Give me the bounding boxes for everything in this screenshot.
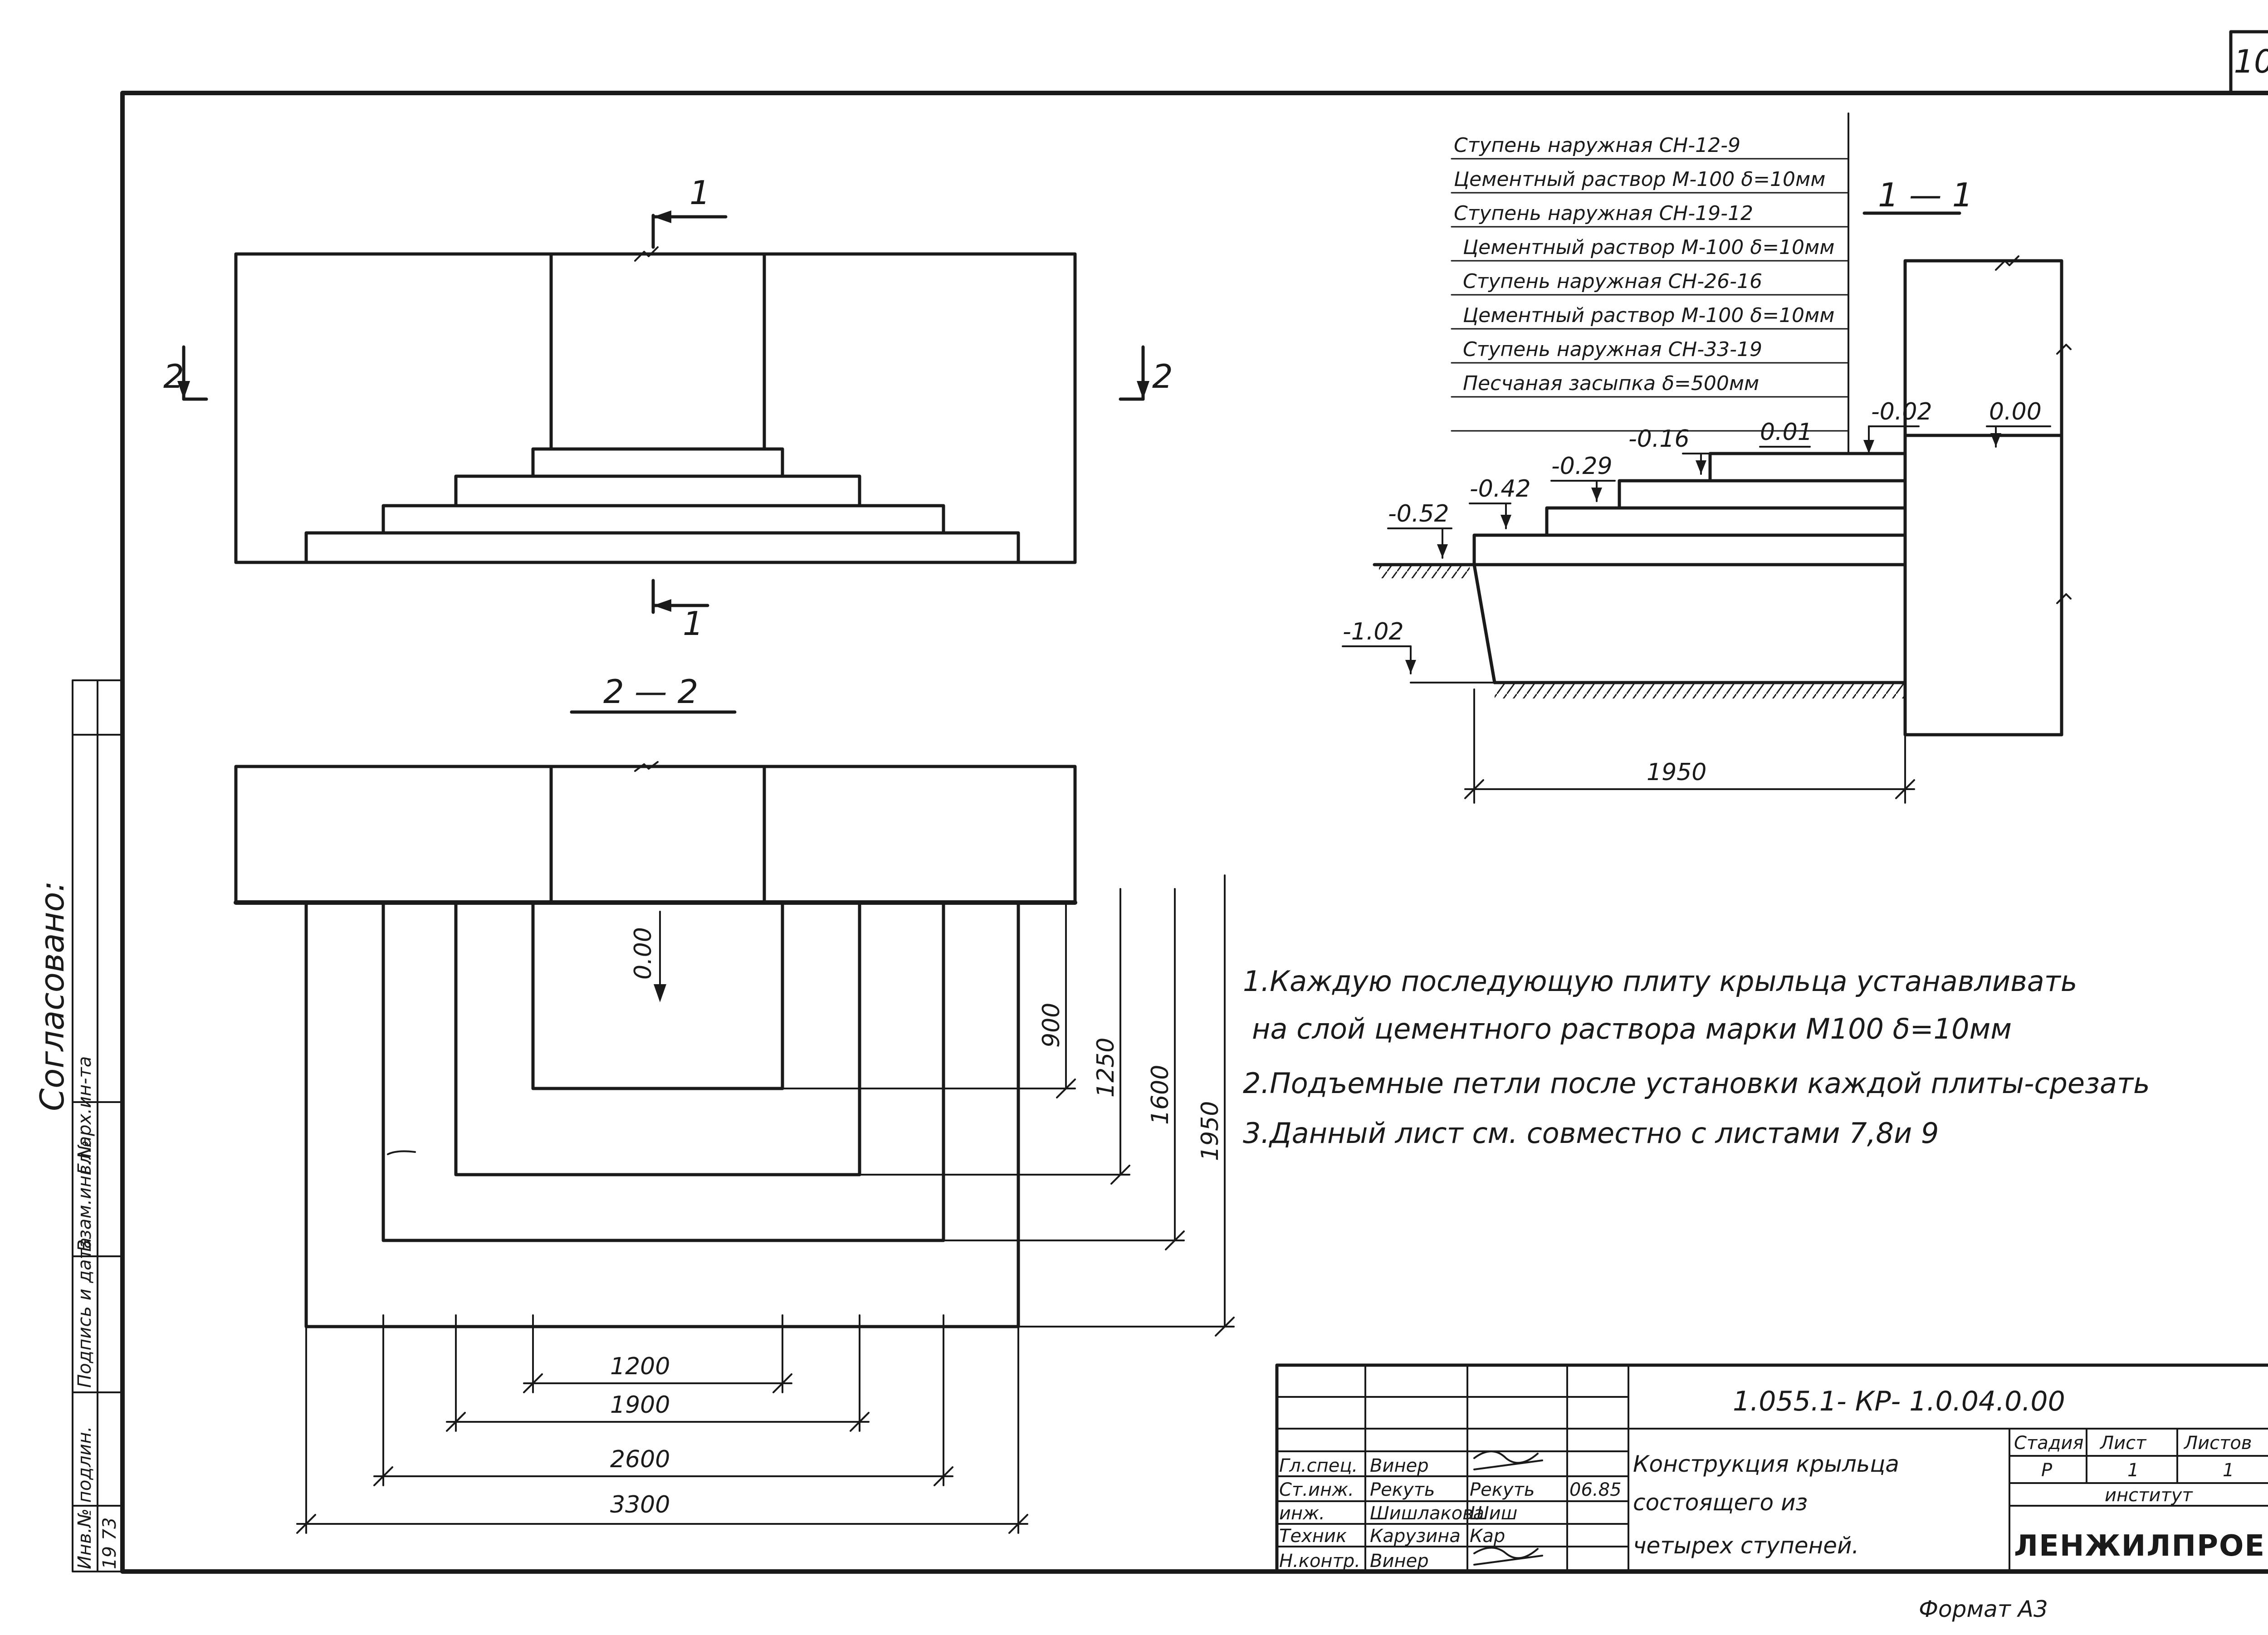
step-outline-2 [454,901,861,1176]
sign-date: 06.85 [1569,1479,1622,1500]
side-stamp-cell-replace: Взам.инв.№ [74,1140,95,1252]
plan-view: 1 1 2 2 [163,174,1173,643]
stage-header: Стадия [2014,1433,2083,1454]
plan-step-2 [454,474,861,508]
cut-mark-top: 1 [689,174,710,212]
section-step-2 [1618,479,1907,510]
institute-label: институт [2105,1485,2193,1506]
section-2-2-title: 2 — 2 [603,673,698,711]
dim-vertical-1600: 1600 [1147,1065,1174,1125]
sand-fill [1472,563,1907,684]
note-line-2: на слой цементного раствора марки М100 δ… [1252,1012,2012,1045]
side-stamp: Согласовано: Инв.№ подлин. Подпись и дат… [33,679,123,1572]
name-2: Шишлакова [1370,1503,1484,1524]
layer-3: Цементный раствор М-100 δ=10мм [1463,236,1834,259]
level-minus-016: -0.16 [1628,425,1690,453]
level-minus-052: -0.52 [1388,500,1449,527]
title-block: 1.055.1- КР- 1.0.04.0.00 Гл.спец. Ст.инж… [1275,1363,2268,1573]
cut-mark-left: 2 [163,357,184,395]
level-minus-029: -0.29 [1551,453,1613,480]
note-line-4: 3.Данный лист см. совместно с листами 7,… [1243,1117,1939,1150]
sheet-header: Лист [2099,1433,2147,1454]
side-stamp-title: Согласовано: [33,881,71,1111]
dim-1950: 1950 [1647,759,1706,786]
section-step-1 [1708,452,1907,483]
layer-5: Цементный раствор М-100 δ=10мм [1463,304,1834,327]
dim-horizontal-1200: 1200 [610,1353,670,1380]
sign-mark-1: Рекуть [1470,1479,1535,1500]
plan-step-1 [531,447,784,478]
section-step-4 [1472,533,1907,566]
sign-mark-2: Шиш [1470,1503,1517,1524]
dim-horizontal-2600: 2600 [610,1446,670,1473]
cut-mark-right: 2 [1152,357,1173,395]
step-outline-3 [381,901,945,1242]
side-stamp-inv-value: 19 73 [99,1517,120,1569]
sheet-value: 1 [2127,1460,2139,1481]
doc-code: 1.055.1- КР- 1.0.04.0.00 [1733,1386,2065,1417]
role-3: Техник [1279,1526,1347,1547]
name-4: Винер [1370,1551,1429,1572]
notes: 1.Каждую последующую плиту крыльца устан… [1243,965,2150,1150]
plan-step-3 [381,504,945,535]
sheet-number: 10 [2234,43,2268,80]
sign-mark-3: Кар [1470,1526,1505,1547]
description-line-1: Конструкция крыльца [1633,1451,1899,1477]
description-line-3: четырех ступеней. [1633,1533,1859,1559]
organization-name: ЛЕНЖИЛПРОЕКТ [2014,1529,2268,1563]
step-outline-4 [304,901,1020,1328]
dim-vertical-900: 900 [1038,1003,1065,1048]
level-minus-002: -0.02 [1871,398,1932,425]
dim-horizontal-1900: 1900 [610,1391,670,1419]
role-2: инж. [1279,1503,1325,1524]
level-001: 0.01 [1760,419,1813,446]
format-label: Формат А3 [1919,1596,2048,1622]
plan-step-4 [304,531,1020,564]
role-4: Н.контр. [1279,1551,1360,1572]
stage-value: Р [2041,1460,2053,1481]
sheets-header: Листов [2183,1433,2252,1454]
layer-6: Ступень наружная СН-33-19 [1463,338,1762,361]
role-1: Ст.инж. [1279,1479,1354,1500]
section-2-2-level: 0.00 [630,927,657,980]
section-1-1: 1 — 1 Ступень наружная СН-12-9 Цементный… [1342,112,2072,804]
side-stamp-cell-chief: Гл.арх.ин-та [74,1056,95,1175]
section-step-3 [1545,506,1907,537]
level-minus-042: -0.42 [1470,475,1531,503]
sheets-value: 1 [2223,1460,2234,1481]
level-minus-102: -1.02 [1343,618,1404,645]
signature-0 [1473,1450,1543,1470]
cut-mark-bottom: 1 [683,605,704,643]
layer-4: Ступень наружная СН-26-16 [1463,270,1762,293]
layer-2: Ступень наружная СН-19-12 [1454,202,1753,225]
name-3: Карузина [1370,1526,1461,1547]
side-stamp-cell-inv: Инв.№ подлин. [74,1426,95,1569]
role-0: Гл.спец. [1279,1455,1358,1476]
layer-0: Ступень наружная СН-12-9 [1454,134,1740,157]
layer-1: Цементный раствор М-100 δ=10мм [1454,168,1825,191]
level-000: 0.00 [1989,398,2042,425]
dim-vertical-1950: 1950 [1197,1101,1224,1161]
name-1: Рекуть [1370,1479,1435,1500]
step-outline-1 [531,901,784,1090]
sheet-frame: 10 [120,30,2268,1574]
section-2-2: 2 — 2 0.00 90 [234,673,1235,1534]
dim-horizontal-3300: 3300 [610,1491,670,1518]
note-line-1: 1.Каждую последующую плиту крыльца устан… [1243,965,2077,998]
dim-vertical-1250: 1250 [1092,1038,1119,1098]
name-0: Винер [1370,1455,1429,1476]
signature-4 [1473,1547,1543,1566]
layer-7: Песчаная засыпка δ=500мм [1463,372,1759,395]
side-stamp-cell-sign: Подпись и дата [74,1238,95,1388]
section-1-1-title: 1 — 1 [1878,176,1973,214]
description-line-2: состоящего из [1633,1489,1808,1516]
note-line-3: 2.Подъемные петли после установки каждой… [1243,1067,2150,1100]
